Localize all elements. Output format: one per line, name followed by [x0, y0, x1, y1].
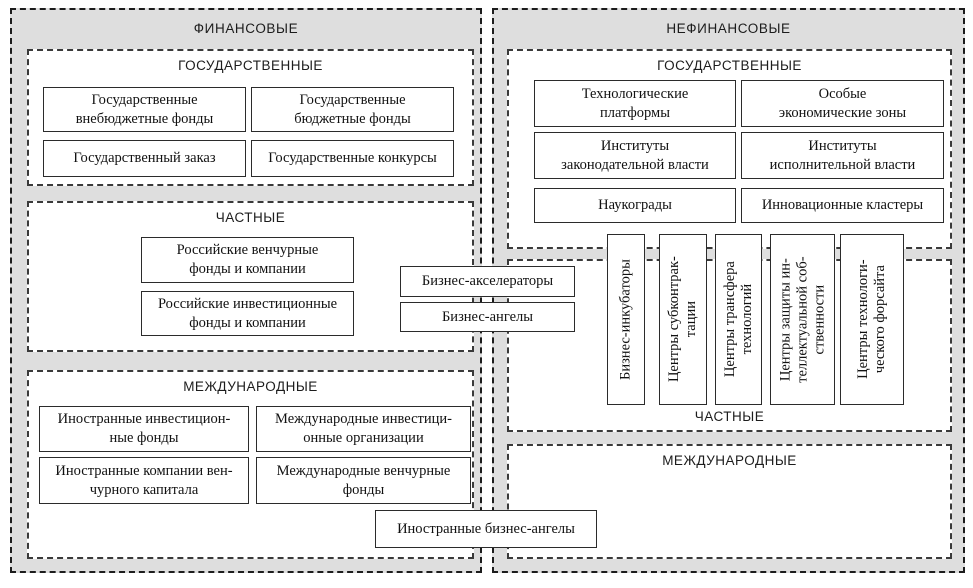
nonfinancial-state-section: ГОСУДАРСТВЕННЫЕ Технологические платформ…: [507, 49, 952, 249]
financial-group-title: ФИНАНСОВЫЕ: [193, 21, 299, 36]
diagram-node: Российские инвестиционные фонды и компан…: [141, 291, 354, 336]
nonfinancial-group: НЕФИНАНСОВЫЕ ГОСУДАРСТВЕННЫЕ Технологиче…: [492, 8, 965, 573]
diagram-node: Наукограды: [534, 188, 736, 223]
diagram-node-vertical: Бизнес-инкубаторы: [607, 234, 645, 405]
diagram-node: Инновационные кластеры: [741, 188, 944, 223]
nonfinancial-private-title: ЧАСТНЫЕ: [694, 409, 765, 424]
financial-private-section: ЧАСТНЫЕ Российские венчурные фонды и ком…: [27, 201, 474, 352]
diagram-node: Государственный заказ: [43, 140, 246, 177]
diagram-node: Технологические платформы: [534, 80, 736, 127]
diagram-node: Иностранные инвестицион- ные фонды: [39, 406, 249, 452]
financial-group: ФИНАНСОВЫЕ ГОСУДАРСТВЕННЫЕ Государственн…: [10, 8, 482, 573]
business-angels-node: Бизнес-ангелы: [400, 302, 575, 332]
nonfinancial-international-title: МЕЖДУНАРОДНЫЕ: [662, 453, 797, 468]
financial-international-section: МЕЖДУНАРОДНЫЕ Иностранные инвестицион- н…: [27, 370, 474, 559]
diagram-node: Государственные внебюджетные фонды: [43, 87, 246, 132]
diagram-node: Институты законодательной власти: [534, 132, 736, 179]
diagram-node-vertical: Центры защиты ин- теллектуальной соб- ст…: [770, 234, 835, 405]
foreign-business-angels-node: Иностранные бизнес-ангелы: [375, 510, 597, 548]
financial-international-title: МЕЖДУНАРОДНЫЕ: [183, 379, 318, 394]
nonfinancial-state-title: ГОСУДАРСТВЕННЫЕ: [657, 58, 802, 73]
diagram-node: Особые экономические зоны: [741, 80, 944, 127]
diagram-node: Иностранные компании вен- чурного капита…: [39, 457, 249, 504]
diagram-node: Институты исполнительной власти: [741, 132, 944, 179]
diagram-node: Государственные бюджетные фонды: [251, 87, 454, 132]
diagram-node-vertical: Центры субконтрак- тации: [659, 234, 707, 405]
nonfinancial-group-title: НЕФИНАНСОВЫЕ: [666, 21, 791, 36]
financial-private-title: ЧАСТНЫЕ: [215, 210, 286, 225]
diagram-node-vertical: Центры технологи- ческого форсайта: [840, 234, 904, 405]
financial-state-section: ГОСУДАРСТВЕННЫЕ Государственные внебюдже…: [27, 49, 474, 186]
business-accelerators-node: Бизнес-акселераторы: [400, 266, 575, 297]
diagram-node: Российские венчурные фонды и компании: [141, 237, 354, 283]
diagram-node: Государственные конкурсы: [251, 140, 454, 177]
diagram-node: Международные венчурные фонды: [256, 457, 471, 504]
financial-state-title: ГОСУДАРСТВЕННЫЕ: [178, 58, 323, 73]
diagram-node: Международные инвестици- онные организац…: [256, 406, 471, 452]
diagram-node-vertical: Центры трансфера технологий: [715, 234, 762, 405]
